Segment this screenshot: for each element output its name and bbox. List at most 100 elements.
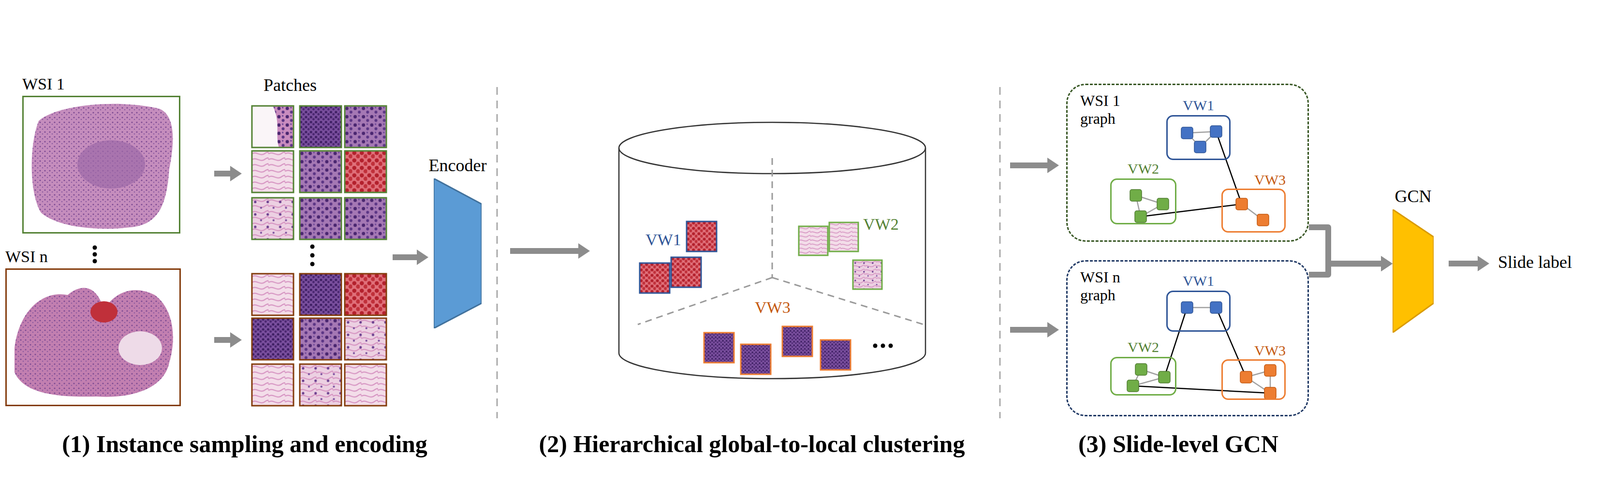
patch-grid	[251, 105, 387, 240]
patch-grid	[299, 364, 342, 406]
cluster-cylinder	[639, 263, 670, 294]
patch-grid	[251, 105, 387, 406]
flow-arrow	[392, 249, 429, 265]
cluster-cylinder	[704, 332, 734, 363]
patch-grid	[344, 197, 387, 240]
node-label: WSI n	[5, 247, 48, 266]
cluster-cylinder	[852, 260, 882, 290]
patch-grid	[299, 273, 342, 316]
ellipsis-dots	[92, 245, 98, 250]
arrow-head	[1380, 255, 1393, 272]
ellipsis-dots	[880, 343, 886, 349]
patch-grid	[299, 197, 342, 240]
graph-vertex	[1194, 141, 1206, 153]
patch-grid	[251, 197, 294, 240]
node-label: VW1	[1182, 272, 1215, 290]
node-label: VW3	[1254, 171, 1286, 189]
patch-grid	[251, 150, 294, 193]
visual-word-box: VW3	[1221, 359, 1286, 400]
patch-grid	[251, 364, 294, 406]
graph-vertex	[1157, 198, 1169, 210]
patch-grid	[344, 273, 387, 316]
ellipsis-dots	[310, 253, 315, 258]
cluster-label: VW3	[754, 297, 791, 317]
cluster-cylinder	[782, 326, 813, 357]
patch-grid	[344, 150, 387, 193]
cluster-cylinder	[771, 158, 774, 278]
patch-grid	[299, 273, 342, 316]
cluster-cylinder	[740, 344, 771, 375]
cluster-cylinder	[798, 226, 828, 256]
flow-arrow	[510, 243, 590, 259]
visual-word-box: VW2	[1110, 356, 1177, 396]
connector-line	[1308, 263, 1381, 275]
flow-arrow	[1448, 255, 1490, 272]
graph-edges	[1216, 131, 1242, 205]
ellipsis-dots	[92, 244, 894, 349]
cluster-cylinder	[637, 158, 924, 325]
cluster-cylinder	[852, 260, 882, 290]
patch-grid	[251, 150, 294, 193]
section-separator	[496, 87, 499, 419]
section-label: Patches	[263, 75, 317, 96]
graph-vertex	[1134, 210, 1147, 223]
node-label: VW3	[1254, 342, 1286, 360]
flow-arrow	[214, 157, 1490, 348]
wsi-tissue	[31, 103, 174, 229]
cluster-cylinder	[618, 122, 926, 379]
wsi-tissue	[31, 103, 174, 229]
ellipsis-dots	[310, 244, 315, 250]
graph-vertex	[1181, 301, 1193, 314]
stage-caption: (1) Instance sampling and encoding	[61, 430, 428, 459]
patch-grid	[251, 197, 294, 240]
encoder-block: Encoder	[433, 178, 482, 329]
wsi-tissue	[14, 287, 174, 397]
patch-grid	[299, 150, 342, 193]
patch-grid	[251, 105, 294, 148]
slide-graph-box: WSI n graphVW1VW2VW3	[1066, 260, 1309, 417]
graph-edges	[1132, 385, 1271, 394]
graph-vertex	[1264, 387, 1277, 399]
cluster-cylinder	[639, 221, 717, 294]
patch-grid	[299, 318, 342, 360]
slide-graph-box: WSI 1 graph VW1VW2 VW3	[1066, 83, 1309, 242]
patch-grid	[251, 273, 294, 316]
patch-grid	[251, 273, 387, 406]
stage-caption: (2) Hierarchical global-to-local cluster…	[539, 430, 966, 459]
ellipsis-dots	[92, 252, 98, 257]
cluster-cylinder	[686, 221, 717, 252]
trapezoid	[1392, 209, 1434, 333]
flow-arrow	[1010, 157, 1059, 174]
wsi-thumbnail: WSI 1	[22, 95, 181, 234]
cluster-cylinder	[671, 257, 702, 288]
graph-vertex	[1127, 380, 1139, 392]
patch-grid	[344, 105, 387, 148]
visual-word-box: VW2	[1110, 178, 1177, 225]
patch-grid	[251, 364, 294, 406]
stage-caption: (3) Slide-level GCN	[1078, 430, 1279, 459]
graph-vertex	[1135, 363, 1147, 376]
ellipsis-dots	[873, 343, 878, 349]
flow-arrow	[1308, 255, 1393, 275]
node-label: WSI 1 graph	[1080, 91, 1139, 128]
flow-arrow	[214, 165, 242, 182]
cluster-cylinder	[671, 257, 702, 288]
node-label: GCN	[1394, 186, 1432, 207]
graph-vertex	[1127, 189, 1171, 392]
graph-vertex	[1257, 214, 1269, 226]
cluster-cylinder	[782, 326, 813, 357]
wsi-tissue	[118, 331, 162, 366]
gcn-block: GCN	[1392, 209, 1434, 333]
patch-grid	[299, 105, 342, 148]
graph-vertex	[1181, 125, 1222, 314]
graph-vertex	[1264, 364, 1277, 377]
ellipsis-dots	[888, 343, 894, 349]
graph-edges	[1216, 307, 1247, 378]
visual-word-box: VW3	[1221, 188, 1286, 233]
cluster-cylinder	[618, 147, 926, 379]
node-label: VW1	[1182, 97, 1215, 115]
graph-vertex	[1235, 198, 1277, 399]
arrow-head	[1380, 255, 1393, 272]
